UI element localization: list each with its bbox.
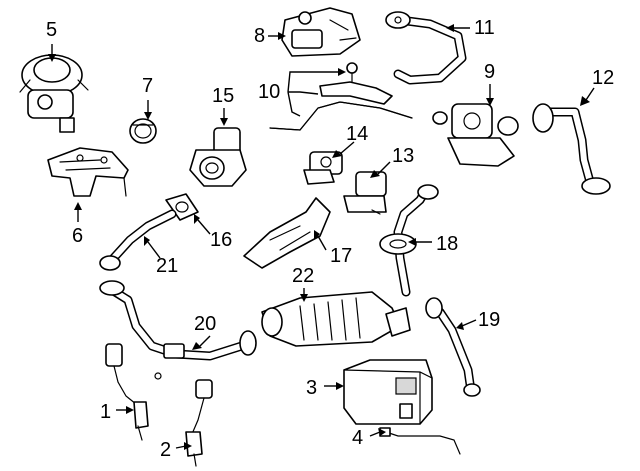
part-7-cap <box>129 118 157 144</box>
part-10-hose <box>269 62 413 131</box>
callout-15: 15 <box>212 85 235 107</box>
callout-1: 1 <box>100 401 112 423</box>
callout-10: 10 <box>258 81 281 103</box>
callout-20: 20 <box>194 313 217 335</box>
callout-14: 14 <box>346 123 369 145</box>
callout-5: 5 <box>46 19 58 41</box>
callout-22: 22 <box>292 265 315 287</box>
part-11-pipe <box>385 11 467 85</box>
part-22-egr-cooler <box>261 291 411 347</box>
part-2-o2-sensor <box>185 379 213 467</box>
callout-4: 4 <box>352 427 364 449</box>
part-21-pipe <box>99 209 177 271</box>
callout-6: 6 <box>72 225 84 247</box>
part-18-pipe <box>379 184 439 297</box>
callout-19: 19 <box>478 309 501 331</box>
callout-18: 18 <box>436 233 459 255</box>
part-15-valve <box>189 127 247 187</box>
leader-lines <box>48 24 595 450</box>
part-1-o2-sensor <box>105 343 149 441</box>
callout-17: 17 <box>330 245 353 267</box>
callout-11: 11 <box>474 17 495 39</box>
part-9-egr-valve <box>432 103 519 167</box>
part-12-pipe <box>532 103 611 195</box>
callout-8: 8 <box>254 25 266 47</box>
callout-13: 13 <box>392 145 415 167</box>
callout-7: 7 <box>142 75 154 97</box>
part-4-hose <box>379 427 461 455</box>
part-13-solenoid <box>343 171 387 215</box>
callout-21: 21 <box>156 255 179 277</box>
part-20-pipe <box>99 280 257 380</box>
part-8-valve <box>281 7 361 57</box>
part-6-bracket <box>47 147 129 197</box>
callout-2: 2 <box>160 439 172 461</box>
callout-3: 3 <box>306 377 318 399</box>
part-5-air-pump <box>19 54 89 133</box>
part-17-bracket <box>243 197 331 269</box>
part-19-pipe <box>425 297 481 397</box>
callout-9: 9 <box>484 61 496 83</box>
part-3-canister <box>343 359 433 425</box>
callout-16: 16 <box>210 229 233 251</box>
callout-12: 12 <box>592 67 615 89</box>
